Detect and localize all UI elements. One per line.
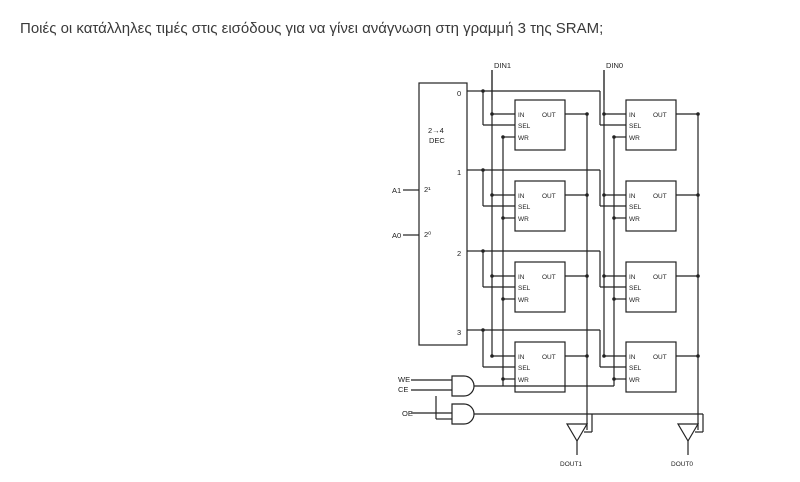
and-gate-write — [451, 375, 475, 397]
din0-label: DIN0 — [606, 61, 623, 70]
cell-pin-wr: WR — [518, 377, 529, 384]
buffer-dout0 — [676, 423, 700, 443]
we-label: WE — [398, 375, 410, 384]
cell-pin-wr: WR — [518, 135, 529, 142]
cell-pin-out: OUT — [653, 354, 667, 361]
decoder-input-2-0: 2⁰ — [424, 230, 431, 239]
decoder-input-2-1: 2¹ — [424, 185, 431, 194]
cell-pin-in: IN — [518, 274, 525, 281]
cell-pin-out: OUT — [653, 274, 667, 281]
cell-pin-in: IN — [518, 354, 525, 361]
control-logic: WE CE OE — [398, 375, 475, 425]
memory-cell-r3-c1 — [514, 341, 566, 393]
output-buffers: DOUT1 DOUT0 — [560, 423, 700, 468]
cell-pin-in: IN — [629, 112, 636, 119]
address-inputs: A1 A0 — [392, 186, 419, 240]
cell-pin-in: IN — [629, 274, 636, 281]
cell-pin-wr: WR — [629, 297, 640, 304]
cell-pin-in: IN — [629, 193, 636, 200]
oe-label: OE — [402, 409, 413, 418]
cell-pin-sel: SEL — [518, 365, 531, 372]
memory-cell-r0-c1 — [514, 99, 566, 151]
question-text: Ποιές οι κατάλληλες τιμές στις εισόδους … — [20, 20, 604, 37]
cell-pin-out: OUT — [542, 193, 556, 200]
wiring — [467, 70, 704, 433]
cell-pin-out: OUT — [542, 354, 556, 361]
decoder-title-bottom: DEC — [429, 136, 445, 145]
memory-cell-r2-c0 — [625, 261, 677, 313]
cell-pin-out: OUT — [542, 112, 556, 119]
memory-cell-r1-c0 — [625, 180, 677, 232]
dout0-label: DOUT0 — [671, 461, 693, 468]
cell-pin-sel: SEL — [518, 285, 531, 292]
cell-pin-out: OUT — [653, 112, 667, 119]
cell-pin-sel: SEL — [518, 123, 531, 130]
cell-pin-sel: SEL — [629, 285, 642, 292]
cell-pin-out: OUT — [542, 274, 556, 281]
address-a1-label: A1 — [392, 186, 401, 195]
decoder-output-3: 3 — [457, 328, 461, 337]
cell-pin-wr: WR — [629, 216, 640, 223]
cell-pin-wr: WR — [518, 216, 529, 223]
address-a0-label: A0 — [392, 231, 401, 240]
memory-cell-r2-c1 — [514, 261, 566, 313]
cell-pin-wr: WR — [518, 297, 529, 304]
memory-cell-r1-c1 — [514, 180, 566, 232]
memory-cells: IN OUT SEL WR IN OUT SEL WR IN OUT SEL WR IN OUT SEL WR… — [514, 99, 677, 393]
memory-cell-r3-c0 — [625, 341, 677, 393]
decoder-2to4: 2→4 DEC 0 1 2 3 2¹ 2⁰ — [418, 82, 468, 346]
and-gate-read — [451, 403, 475, 425]
din1-label: DIN1 — [494, 61, 511, 70]
cell-pin-wr: WR — [629, 377, 640, 384]
decoder-output-0: 0 — [457, 89, 461, 98]
decoder-output-2: 2 — [457, 249, 461, 258]
ce-label: CE — [398, 385, 408, 394]
cell-pin-in: IN — [629, 354, 636, 361]
cell-pin-out: OUT — [653, 193, 667, 200]
cell-pin-sel: SEL — [629, 123, 642, 130]
cell-pin-sel: SEL — [629, 365, 642, 372]
cell-pin-wr: WR — [629, 135, 640, 142]
decoder-output-1: 1 — [457, 168, 461, 177]
decoder-title-top: 2→4 — [428, 126, 444, 135]
dout1-label: DOUT1 — [560, 461, 582, 468]
buffer-dout1 — [565, 423, 589, 443]
cell-pin-sel: SEL — [629, 204, 642, 211]
cell-pin-in: IN — [518, 193, 525, 200]
cell-pin-sel: SEL — [518, 204, 531, 211]
cell-pin-in: IN — [518, 112, 525, 119]
